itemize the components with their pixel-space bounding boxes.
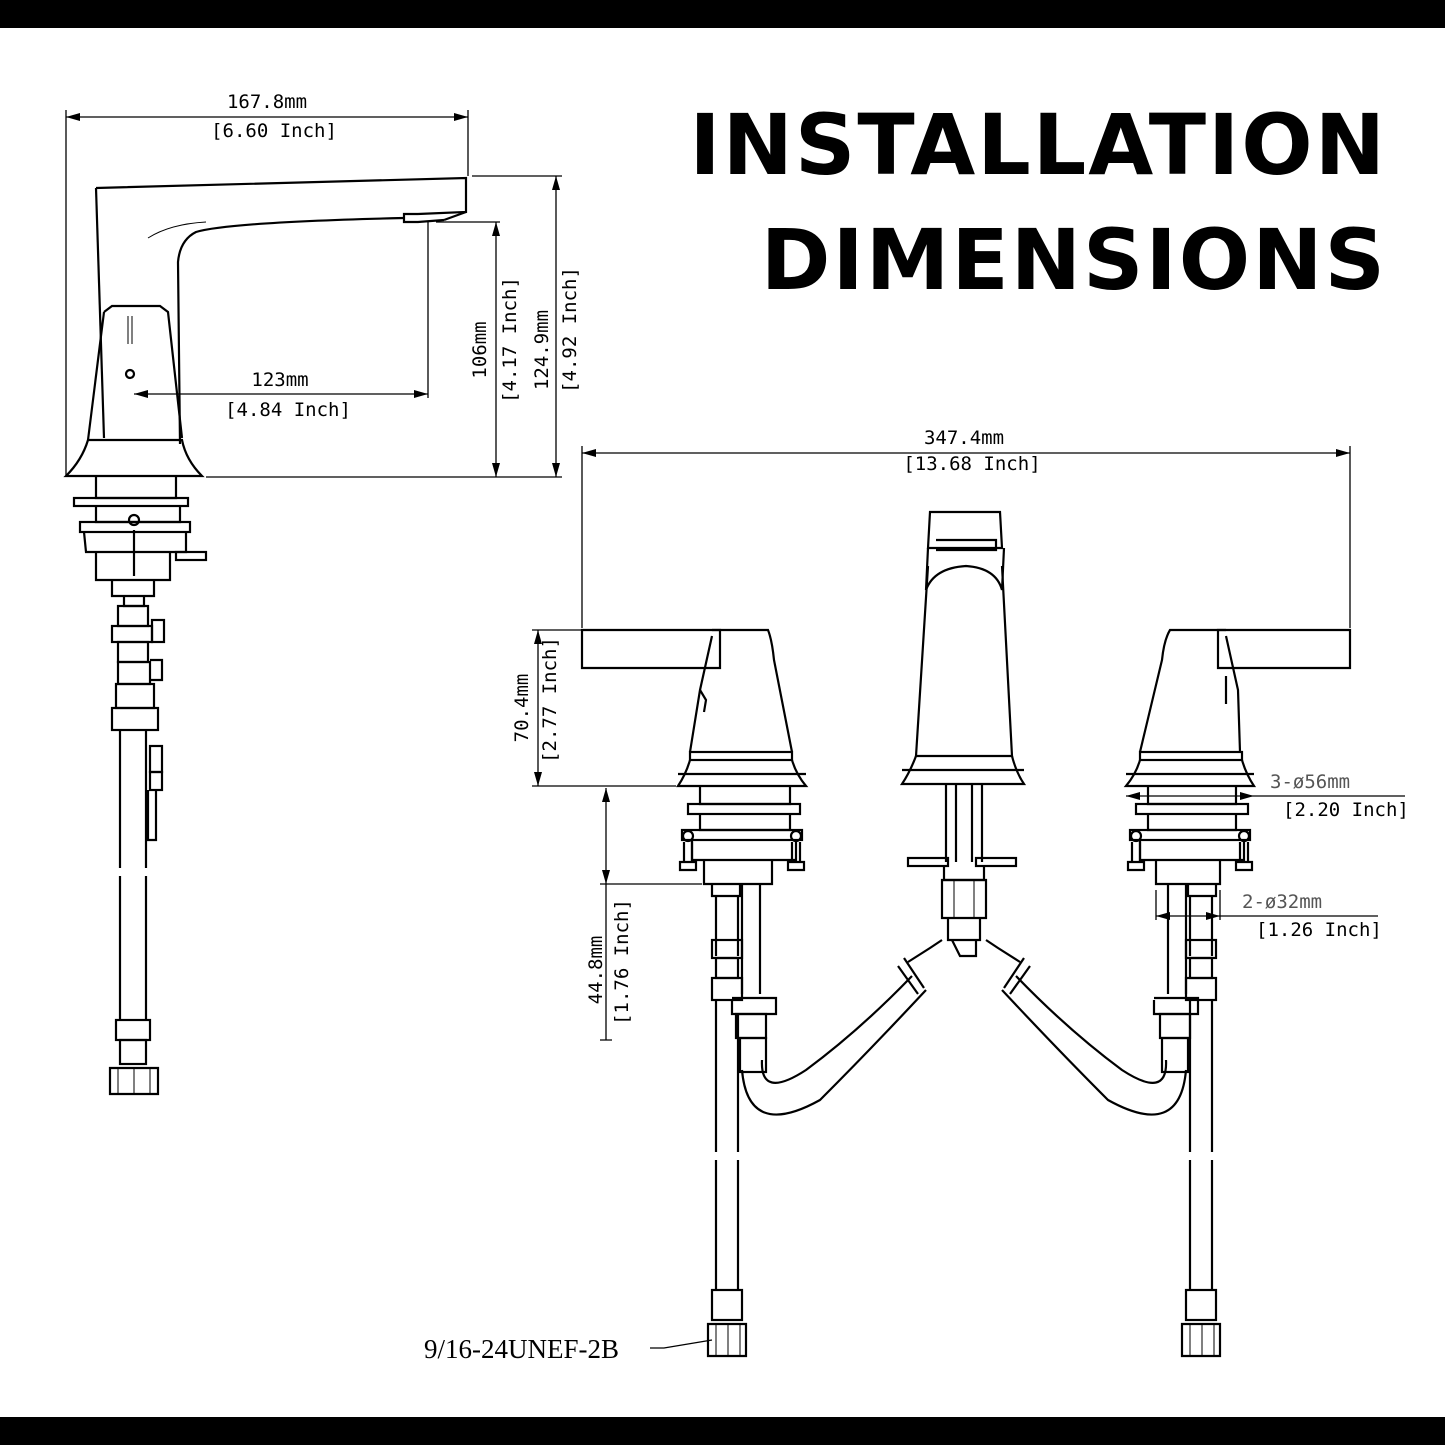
dim-label-spout-reach-total-inch: [6.60 Inch] — [211, 120, 337, 142]
top-border — [0, 0, 1445, 28]
dim-label-handle-height-inch: [2.77 Inch] — [539, 637, 561, 763]
dim-label-shank-diameter-inch: [1.26 Inch] — [1256, 919, 1382, 941]
dim-label-overall-width-inch: [13.68 Inch] — [903, 453, 1040, 475]
bottom-border — [0, 1417, 1445, 1445]
dim-label-overall-width-mm: 347.4mm — [924, 427, 1004, 449]
side-view-dimensions: 167.8mm [6.60 Inch] 123mm [4.84 Inch] 10… — [65, 91, 581, 478]
page-title-line1: INSTALLATION — [689, 96, 1387, 194]
dim-label-total-height-mm: 124.9mm — [531, 310, 553, 390]
dim-label-handle-height-mm: 70.4mm — [511, 674, 533, 743]
dim-label-shank-length-inch: [1.76 Inch] — [611, 899, 633, 1025]
side-view-faucet — [63, 176, 468, 1096]
dim-label-total-height-inch: [4.92 Inch] — [559, 267, 581, 393]
front-view-dimensions: 347.4mm [13.68 Inch] 70.4mm [2.77 Inch] … — [424, 427, 1409, 1364]
dim-label-base-diameter-inch: [2.20 Inch] — [1283, 799, 1409, 821]
thread-spec-label: 9/16-24UNEF-2B — [424, 1334, 619, 1364]
dim-label-spout-reach-inch: [4.84 Inch] — [225, 399, 351, 421]
page-title-line2: DIMENSIONS — [760, 211, 1387, 309]
dim-label-spout-height-inch: [4.17 Inch] — [499, 277, 521, 403]
dim-label-spout-reach-total-mm: 167.8mm — [227, 91, 307, 113]
dim-label-spout-height-mm: 106mm — [469, 321, 491, 378]
dim-label-shank-diameter-mm: 2-ø32mm — [1242, 891, 1322, 913]
dim-label-spout-reach-mm: 123mm — [251, 369, 308, 391]
dim-label-shank-length-mm: 44.8mm — [585, 936, 607, 1005]
front-view-faucet — [580, 510, 1352, 1358]
dim-label-base-diameter-mm: 3-ø56mm — [1270, 771, 1350, 793]
